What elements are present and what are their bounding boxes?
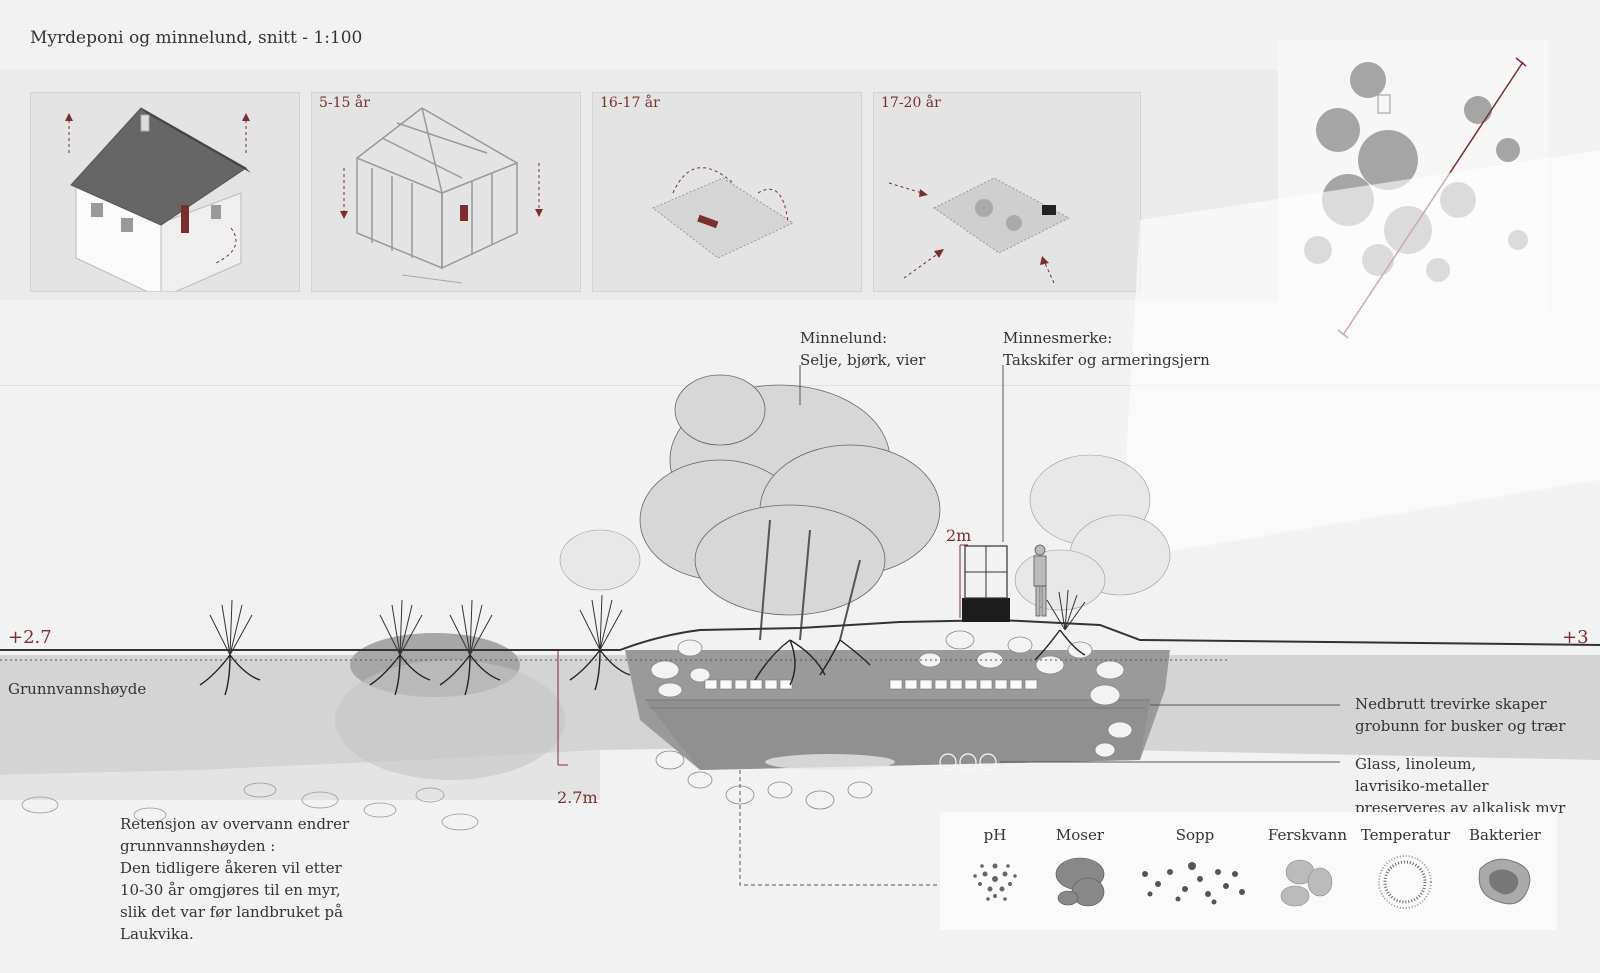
frame-illustration bbox=[340, 107, 543, 284]
minnesmerke-material: Takskifer og armeringsjern bbox=[1003, 351, 1210, 369]
ground-plate-illustration bbox=[652, 167, 795, 259]
freshwater-icon bbox=[1280, 859, 1333, 907]
minnesmerke-label: Minnesmerke: Takskifer og armeringsjern bbox=[1003, 327, 1210, 371]
temperature-icon bbox=[1378, 855, 1432, 909]
legend-label: Bakterier bbox=[1469, 826, 1541, 844]
drawing-title: Myrdeponi og minnelund, snitt - 1:100 bbox=[30, 28, 363, 48]
height-dimension: 2m bbox=[946, 526, 972, 545]
legend-item-sopp: Sopp bbox=[1130, 826, 1260, 918]
legend-item-temperatur: Temperatur bbox=[1358, 826, 1453, 918]
panel-label: 5-15 år bbox=[319, 95, 370, 111]
retention-line: 10-30 år omgjøres til en myr, bbox=[120, 881, 341, 899]
legend-label: Moser bbox=[1055, 826, 1105, 844]
minnelund-species: Selje, bjørk, vier bbox=[800, 351, 926, 369]
glass-annotation: Glass, linoleum, lavrisiko-metaller pres… bbox=[1355, 753, 1565, 819]
legend-item-bakterier: Bakterier bbox=[1460, 826, 1550, 918]
legend: pH Moser Sopp bbox=[940, 812, 1557, 930]
wood-annotation: Nedbrutt trevirke skaper grobunn for bus… bbox=[1355, 693, 1565, 737]
minnelund-title: Minnelund: bbox=[800, 329, 888, 347]
groundwater-label: Grunnvannshøyde bbox=[8, 680, 147, 698]
phase-panel-16-17: 16-17 år bbox=[592, 92, 862, 292]
phase-panel-house bbox=[30, 92, 300, 292]
ph-icon bbox=[973, 863, 1017, 901]
legend-item-ferskvann: Ferskvann bbox=[1265, 826, 1350, 918]
minnesmerke-title: Minnesmerke: bbox=[1003, 329, 1113, 347]
retention-line: Retensjon av overvann endrer bbox=[120, 815, 350, 833]
grove-plate-illustration bbox=[888, 177, 1071, 284]
panel-label: 17-20 år bbox=[881, 95, 941, 111]
legend-item-ph: pH bbox=[960, 826, 1030, 918]
fungi-icon bbox=[1142, 862, 1245, 905]
glass-line: Glass, linoleum, bbox=[1355, 755, 1477, 773]
retention-line: Laukvika. bbox=[120, 925, 194, 943]
retention-line: Den tidligere åkeren vil etter bbox=[120, 859, 342, 877]
moss-icon bbox=[1055, 857, 1105, 907]
bacteria-icon bbox=[1478, 858, 1531, 905]
retention-line: slik det var før landbruket på bbox=[120, 903, 344, 921]
retention-line: grunnvannshøyden : bbox=[120, 837, 276, 855]
house-illustration bbox=[65, 107, 251, 291]
minnelund-label: Minnelund: Selje, bjørk, vier bbox=[800, 327, 925, 371]
glass-line: lavrisiko-metaller bbox=[1355, 777, 1489, 795]
panel-label: 16-17 år bbox=[600, 95, 660, 111]
legend-label: Temperatur bbox=[1360, 826, 1451, 844]
legend-label: Ferskvann bbox=[1267, 826, 1348, 844]
retention-annotation: Retensjon av overvann endrer grunnvannsh… bbox=[120, 813, 349, 945]
wood-line: Nedbrutt trevirke skaper bbox=[1355, 695, 1547, 713]
legend-item-moser: Moser bbox=[1040, 826, 1120, 918]
level-left: +2.7 bbox=[8, 627, 52, 648]
legend-label: pH bbox=[983, 826, 1007, 844]
depth-dimension: 2.7m bbox=[557, 788, 598, 807]
legend-label: Sopp bbox=[1175, 826, 1215, 844]
level-right: +3 bbox=[1562, 627, 1589, 648]
wood-line: grobunn for busker og trær bbox=[1355, 717, 1566, 735]
phase-panel-5-15: 5-15 år bbox=[311, 92, 581, 292]
phase-panel-17-20: 17-20 år bbox=[873, 92, 1141, 292]
